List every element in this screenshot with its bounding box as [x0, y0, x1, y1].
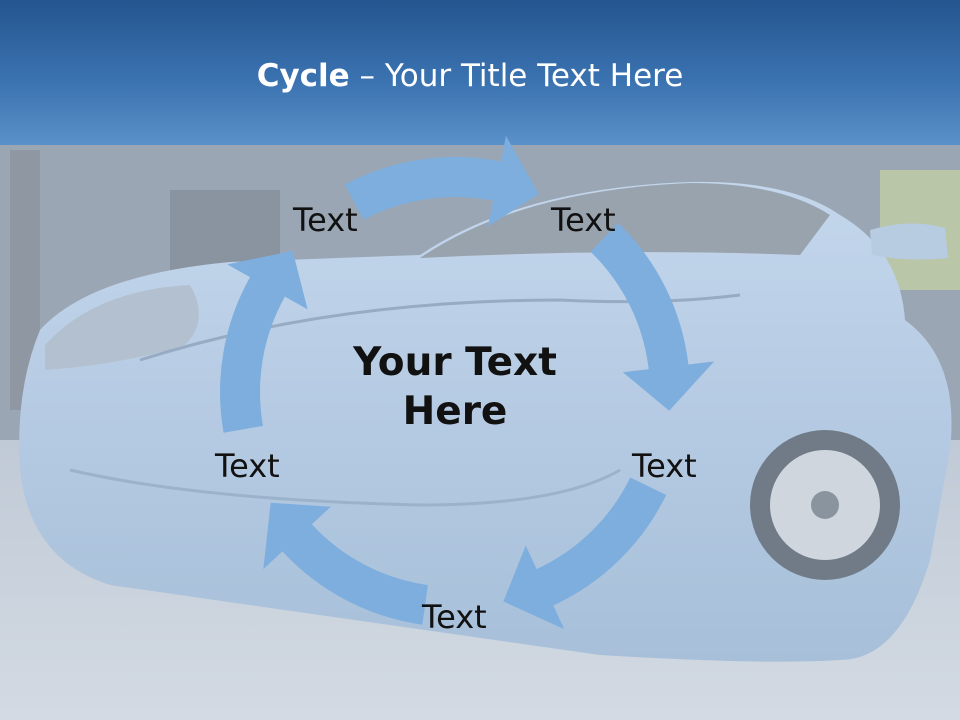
car-headlight: [45, 285, 199, 370]
cycle-arrow-1: [344, 136, 539, 227]
garage-shelf: [170, 190, 280, 270]
title-separator: –: [349, 58, 385, 94]
slide-title: Cycle – Your Title Text Here: [0, 56, 940, 96]
cycle-arrow-5: [220, 250, 308, 433]
cycle-arrow-2: [590, 223, 715, 411]
center-text-line-2: Here: [402, 389, 508, 434]
cycle-node-label-4: Text: [422, 598, 487, 636]
cycle-node-label-5: Text: [215, 447, 280, 485]
center-text: Your Text Here: [325, 338, 585, 436]
cycle-node-label-1: Text: [293, 201, 358, 239]
car-windshield: [420, 183, 830, 258]
cycle-arrow-4: [263, 502, 428, 625]
car-side-mirror: [870, 223, 948, 260]
title-rest: Your Title Text Here: [384, 58, 684, 94]
car-wheel-hub: [811, 491, 839, 519]
title-bold-part: Cycle: [256, 58, 350, 94]
title-bar: [0, 0, 960, 145]
cycle-node-label-2: Text: [551, 201, 616, 239]
center-text-line-1: Your Text: [353, 340, 557, 385]
car-front-intake: [69, 468, 621, 507]
cycle-node-label-3: Text: [632, 447, 697, 485]
cycle-arrow-3: [503, 477, 667, 630]
